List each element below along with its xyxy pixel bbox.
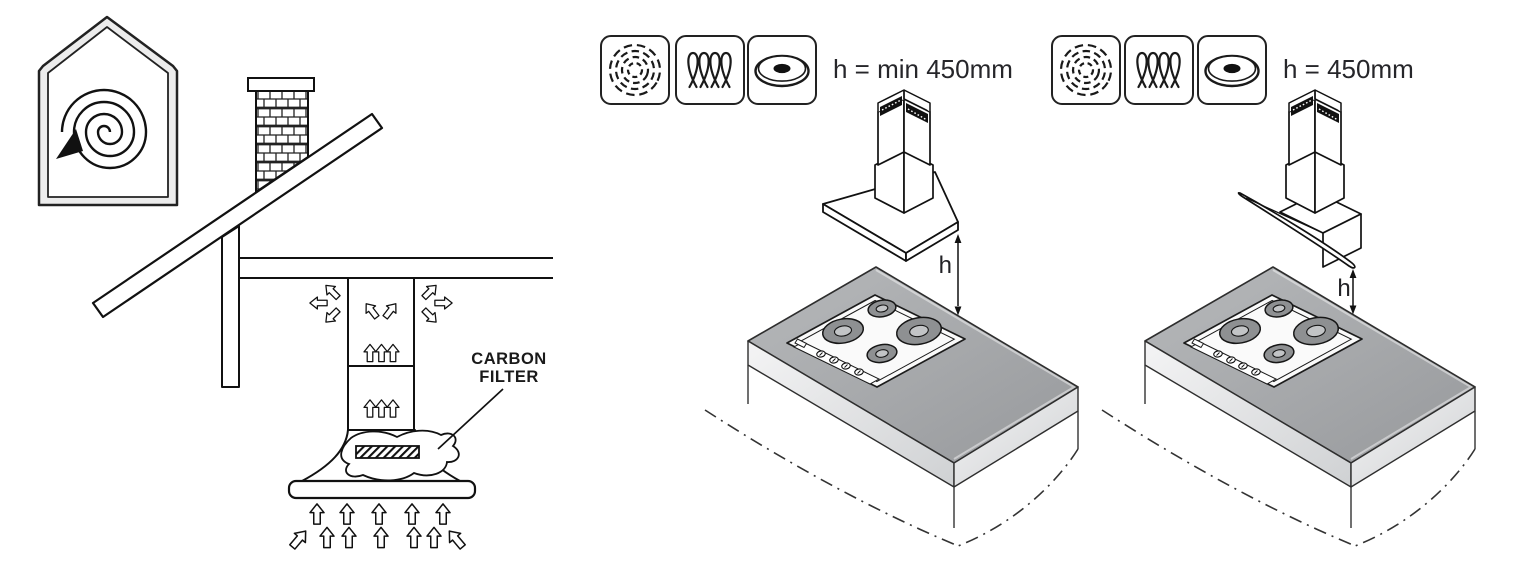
wall-post: [221, 225, 240, 388]
recirculation-diagram: CARBON FILTER: [37, 15, 553, 553]
carbon-filter-hatch: [355, 445, 420, 459]
hood-chimney-duct: [874, 89, 934, 214]
dimension-arrow-icon: [954, 234, 962, 243]
kitchen-island: [1101, 266, 1476, 547]
height-note: h = 450mm: [1283, 54, 1414, 84]
induction-hob-icon: [1123, 34, 1195, 106]
carbon-filter-label-line2: FILTER: [479, 368, 539, 386]
dimension-label: h: [939, 252, 952, 279]
air-arrow-icon: [435, 503, 451, 525]
roof-beam: [91, 112, 384, 319]
air-arrow-icon: [434, 296, 453, 310]
recirculation-house-icon: [37, 15, 179, 207]
panel-angled-hood: h = 450mm h: [1050, 34, 1476, 547]
radiant-hob-icon: [599, 34, 671, 106]
air-arrow-icon: [419, 280, 441, 303]
air-arrow-icon: [404, 503, 420, 525]
air-arrow-icon: [371, 503, 387, 525]
air-arrow-icon: [341, 526, 357, 549]
kitchen-island: [704, 266, 1079, 547]
dimension-label: h: [1337, 275, 1350, 302]
carbon-filter-leader-line: [437, 388, 504, 450]
cooker-hood-recirculation: [287, 429, 477, 500]
air-arrow-icon: [373, 526, 389, 549]
air-arrow-icon: [426, 526, 442, 549]
height-note: h = min 450mm: [833, 54, 1013, 84]
solid-plate-hob-icon: [1196, 34, 1268, 106]
solid-plate-hob-icon: [746, 34, 818, 106]
panel-straight-hood: h = min 450mm h: [599, 34, 1079, 547]
airflow-arrows-intake: [286, 503, 469, 553]
island-hood-straight: [822, 89, 959, 262]
induction-hob-icon: [674, 34, 746, 106]
ceiling-lines: [239, 257, 553, 279]
spiral-arrowhead-icon: [56, 129, 83, 159]
air-arrow-icon: [309, 296, 328, 310]
air-arrow-icon: [319, 526, 335, 549]
air-arrow-icon: [321, 305, 343, 327]
carbon-filter-label-line1: CARBON: [471, 350, 546, 368]
recirculation-spiral-icon: [60, 88, 148, 170]
dimension-line: h: [1337, 269, 1357, 315]
air-arrow-icon: [443, 525, 469, 553]
island-hood-angled: [1237, 89, 1362, 269]
angled-glass-panel: [1237, 191, 1356, 269]
dimension-line: h: [939, 234, 962, 316]
air-arrow-icon: [339, 503, 355, 525]
brick-chimney: [247, 77, 315, 193]
air-arrow-icon: [321, 280, 343, 303]
radiant-hob-icon: [1050, 34, 1122, 106]
hood-base-panel: [287, 479, 477, 500]
air-arrow-icon: [419, 305, 441, 327]
air-arrow-icon: [309, 503, 325, 525]
air-arrow-icon: [406, 526, 422, 549]
hood-chimney-duct: [1285, 89, 1345, 214]
air-arrow-icon: [286, 525, 312, 553]
